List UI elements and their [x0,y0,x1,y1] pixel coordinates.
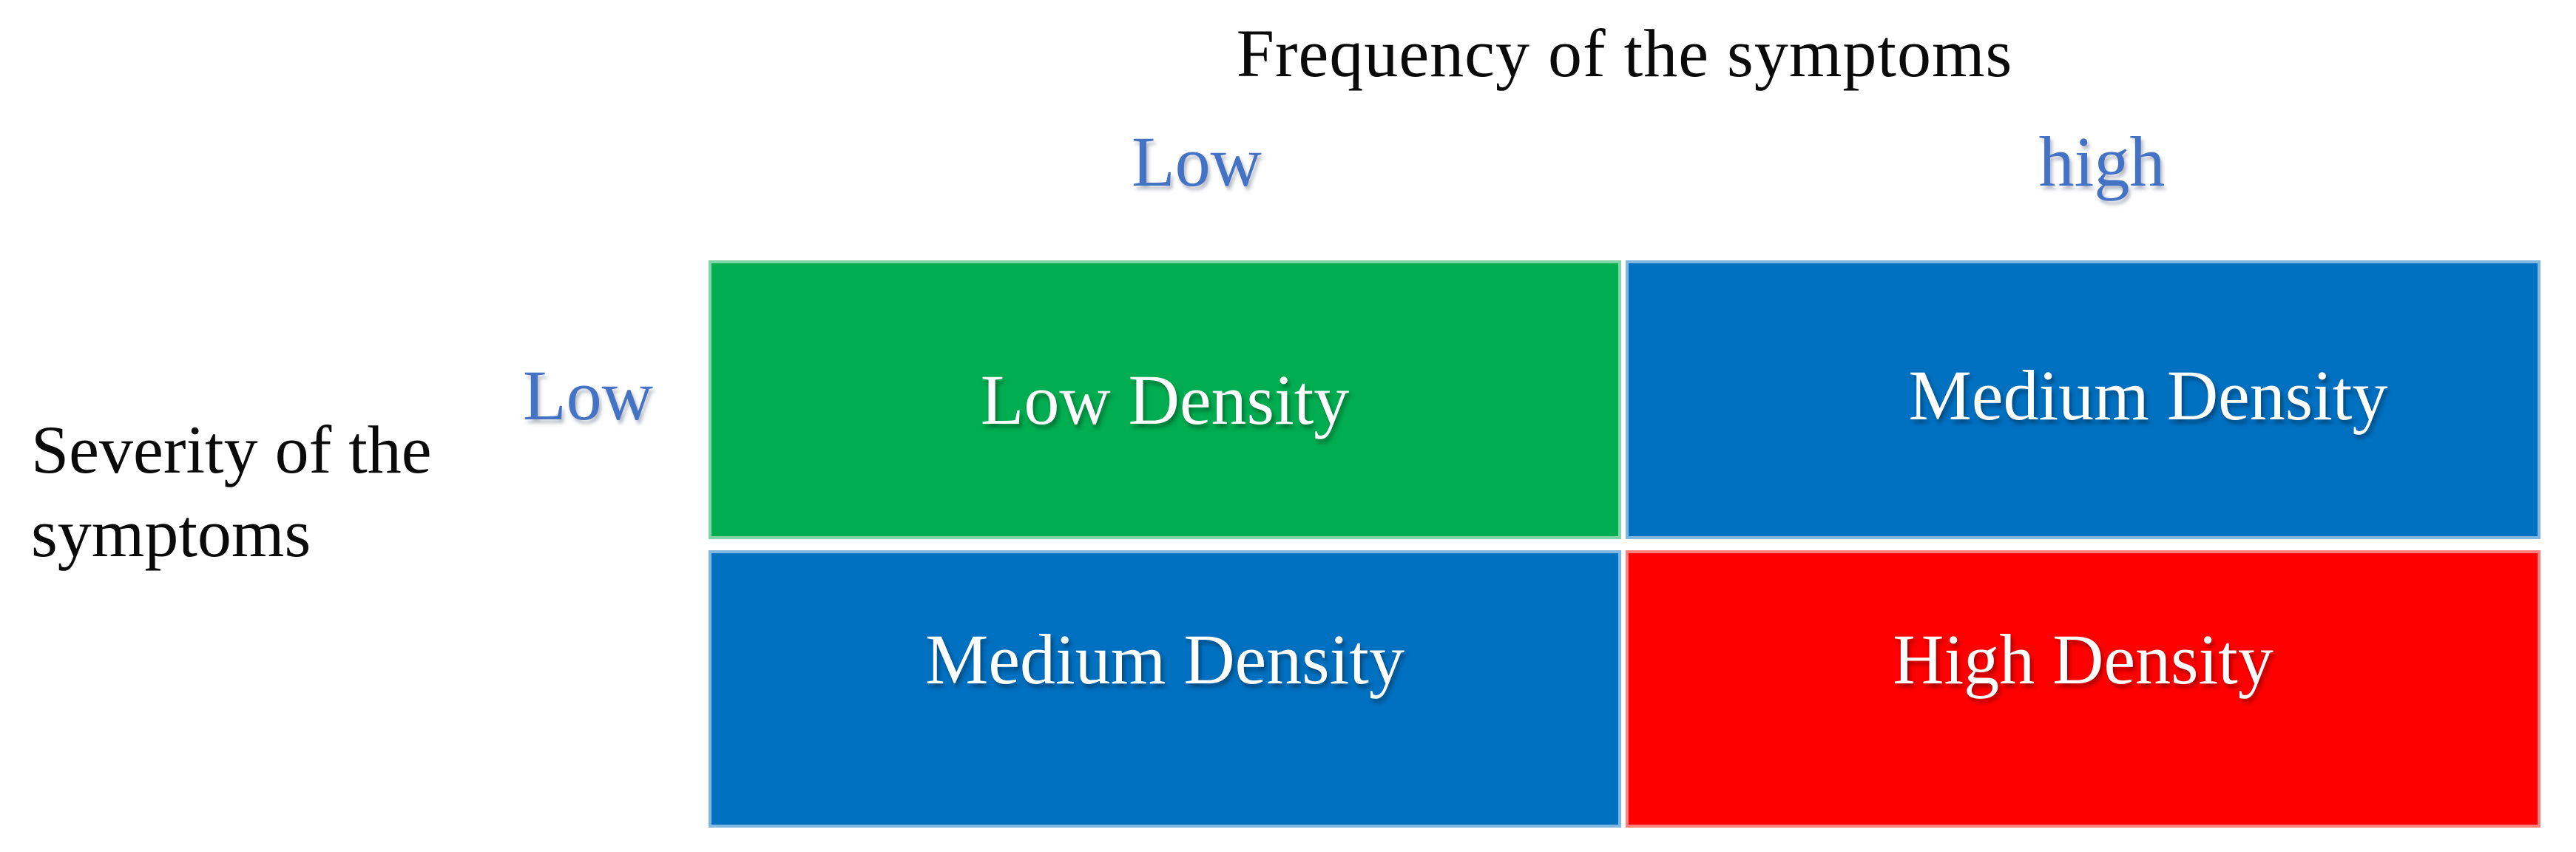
x-axis-label-high: high [2038,122,2166,201]
x-axis-label-low: Low [1132,122,1262,201]
quadrant-low-frequency-high-severity: Medium Density [709,550,1621,828]
quadrant-label: High Density [1893,619,2274,699]
quadrant-label: Medium Density [925,619,1404,699]
x-axis-title: Frequency of the symptoms [1236,16,2013,91]
y-axis-label-low: Low [523,356,653,435]
quadrant-high-frequency-low-severity: Medium Density [1626,260,2540,539]
y-axis-title-line-1: Severity of the [31,412,432,487]
quadrant-high-frequency-high-severity: High Density [1626,550,2540,828]
quadrant-low-frequency-low-severity: Low Density [709,260,1621,539]
y-axis-title-line-2: symptoms [31,496,311,571]
quadrant-label: Medium Density [1908,355,2388,435]
y-axis-title: Severity of the symptoms [31,408,432,575]
quadrant-grid: Low Density Medium Density Medium Densit… [709,260,2540,828]
quadrant-label: Low Density [980,359,1350,439]
